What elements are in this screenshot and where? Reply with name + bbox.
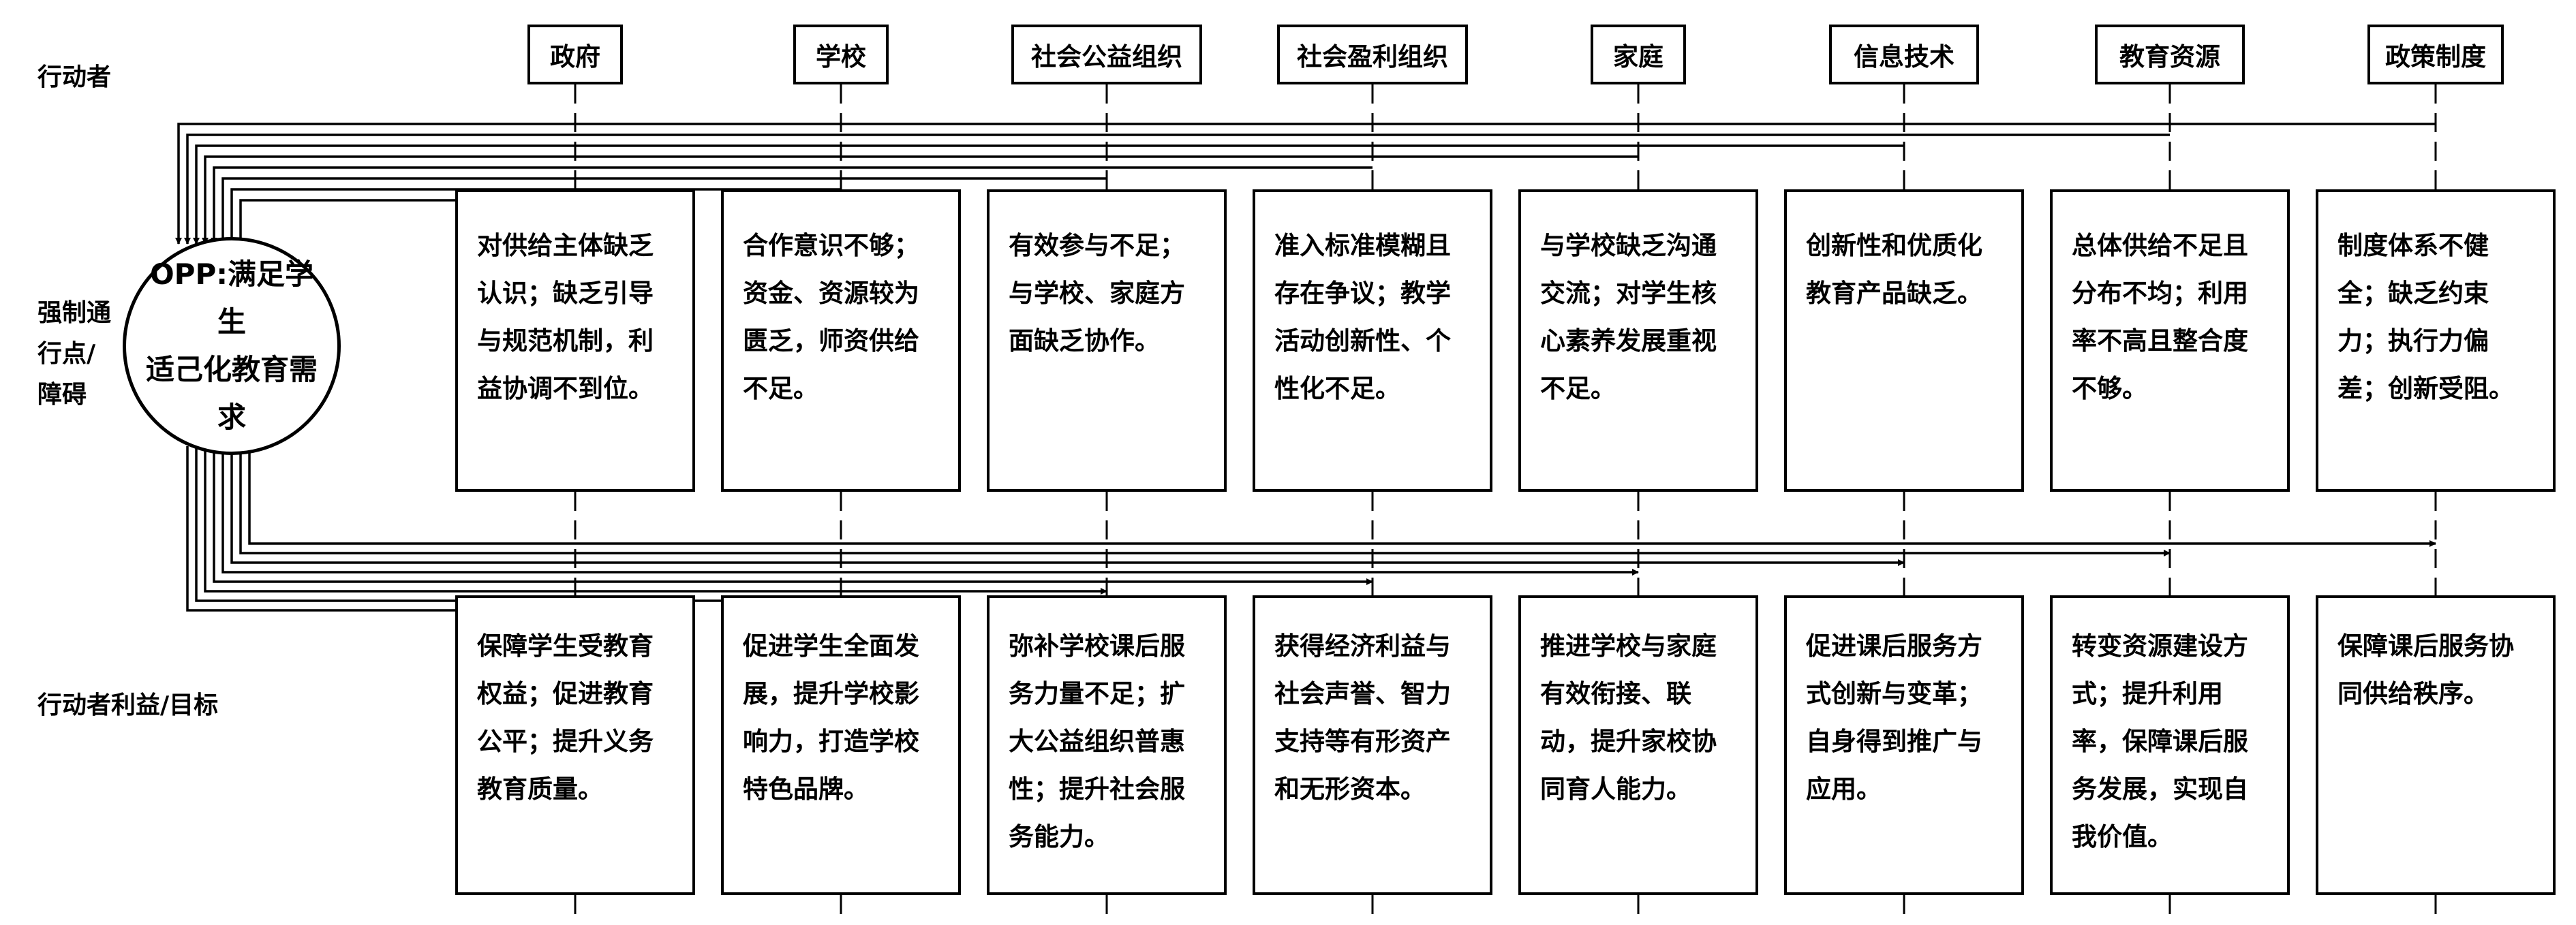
goal-box: 保障学生受教育权益；促进教育公平；提升义务教育质量。 <box>455 595 695 895</box>
obstacle-box: 有效参与不足；与学校、家庭方面缺乏协作。 <box>987 189 1227 492</box>
obstacle-box: 制度体系不健全；缺乏约束力；执行力偏差；创新受阻。 <box>2316 189 2556 492</box>
route-from-opp <box>213 446 1373 585</box>
route-to-opp <box>219 177 1107 245</box>
route-to-opp <box>184 134 2170 245</box>
obstacle-box: 对供给主体缺乏认识；缺乏引导与规范机制，利益协调不到位。 <box>455 189 695 492</box>
obstacle-box: 总体供给不足且分布不均；利用率不高且整合度不够。 <box>2050 189 2290 492</box>
goal-box: 弥补学校课后服务力量不足；扩大公益组织普惠性；提升社会服务能力。 <box>987 595 1227 895</box>
actor-box: 社会盈利组织 <box>1277 25 1468 84</box>
route-from-opp <box>204 446 1107 595</box>
row-label-opp-obstacles: 强制通 行点/ 障碍 <box>37 299 112 409</box>
route-to-opp <box>175 123 2436 245</box>
actor-box: 教育资源 <box>2095 25 2245 84</box>
route-from-opp <box>186 446 576 614</box>
actor-box: 政策制度 <box>2367 25 2504 84</box>
actor-box: 政府 <box>527 25 623 84</box>
goal-box: 促进课后服务方式创新与变革；自身得到推广与应用。 <box>1784 595 2024 895</box>
actor-box: 学校 <box>793 25 889 84</box>
obstacle-box: 创新性和优质化教育产品缺乏。 <box>1784 189 2024 492</box>
route-to-opp <box>202 155 1638 245</box>
opp-circle: OPP:满足学生 适己化教育需求 <box>123 237 341 455</box>
route-from-opp <box>230 446 1905 566</box>
row-label-actors: 行动者 <box>37 63 112 91</box>
route-to-opp <box>211 166 1373 245</box>
obstacle-box: 合作意识不够；资金、资源较为匮乏，师资供给不足。 <box>721 189 961 492</box>
obstacle-box: 准入标准模糊且存在争议；教学活动创新性、个性化不足。 <box>1253 189 1492 492</box>
goal-box: 推进学校与家庭有效衔接、联动，提升家校协同育人能力。 <box>1518 595 1758 895</box>
route-from-opp <box>248 446 2436 547</box>
actor-box: 信息技术 <box>1829 25 1979 84</box>
obstacle-box: 与学校缺乏沟通交流；对学生核心素养发展重视不足。 <box>1518 189 1758 492</box>
row-label-interests: 行动者利益/目标 <box>37 691 219 719</box>
actor-box: 家庭 <box>1591 25 1686 84</box>
route-to-opp <box>193 144 1904 245</box>
opp-label: OPP:满足学生 适己化教育需求 <box>145 257 318 434</box>
route-from-opp <box>221 446 1639 576</box>
goal-box: 保障课后服务协同供给秩序。 <box>2316 595 2556 895</box>
goal-box: 获得经济利益与社会声誉、智力支持等有形资产和无形资本。 <box>1253 595 1492 895</box>
actor-box: 社会公益组织 <box>1011 25 1202 84</box>
route-from-opp <box>239 446 2171 556</box>
goal-box: 促进学生全面发展，提升学校影响力，打造学校特色品牌。 <box>721 595 961 895</box>
goal-box: 转变资源建设方式；提升利用率，保障课后服务发展，实现自我价值。 <box>2050 595 2290 895</box>
